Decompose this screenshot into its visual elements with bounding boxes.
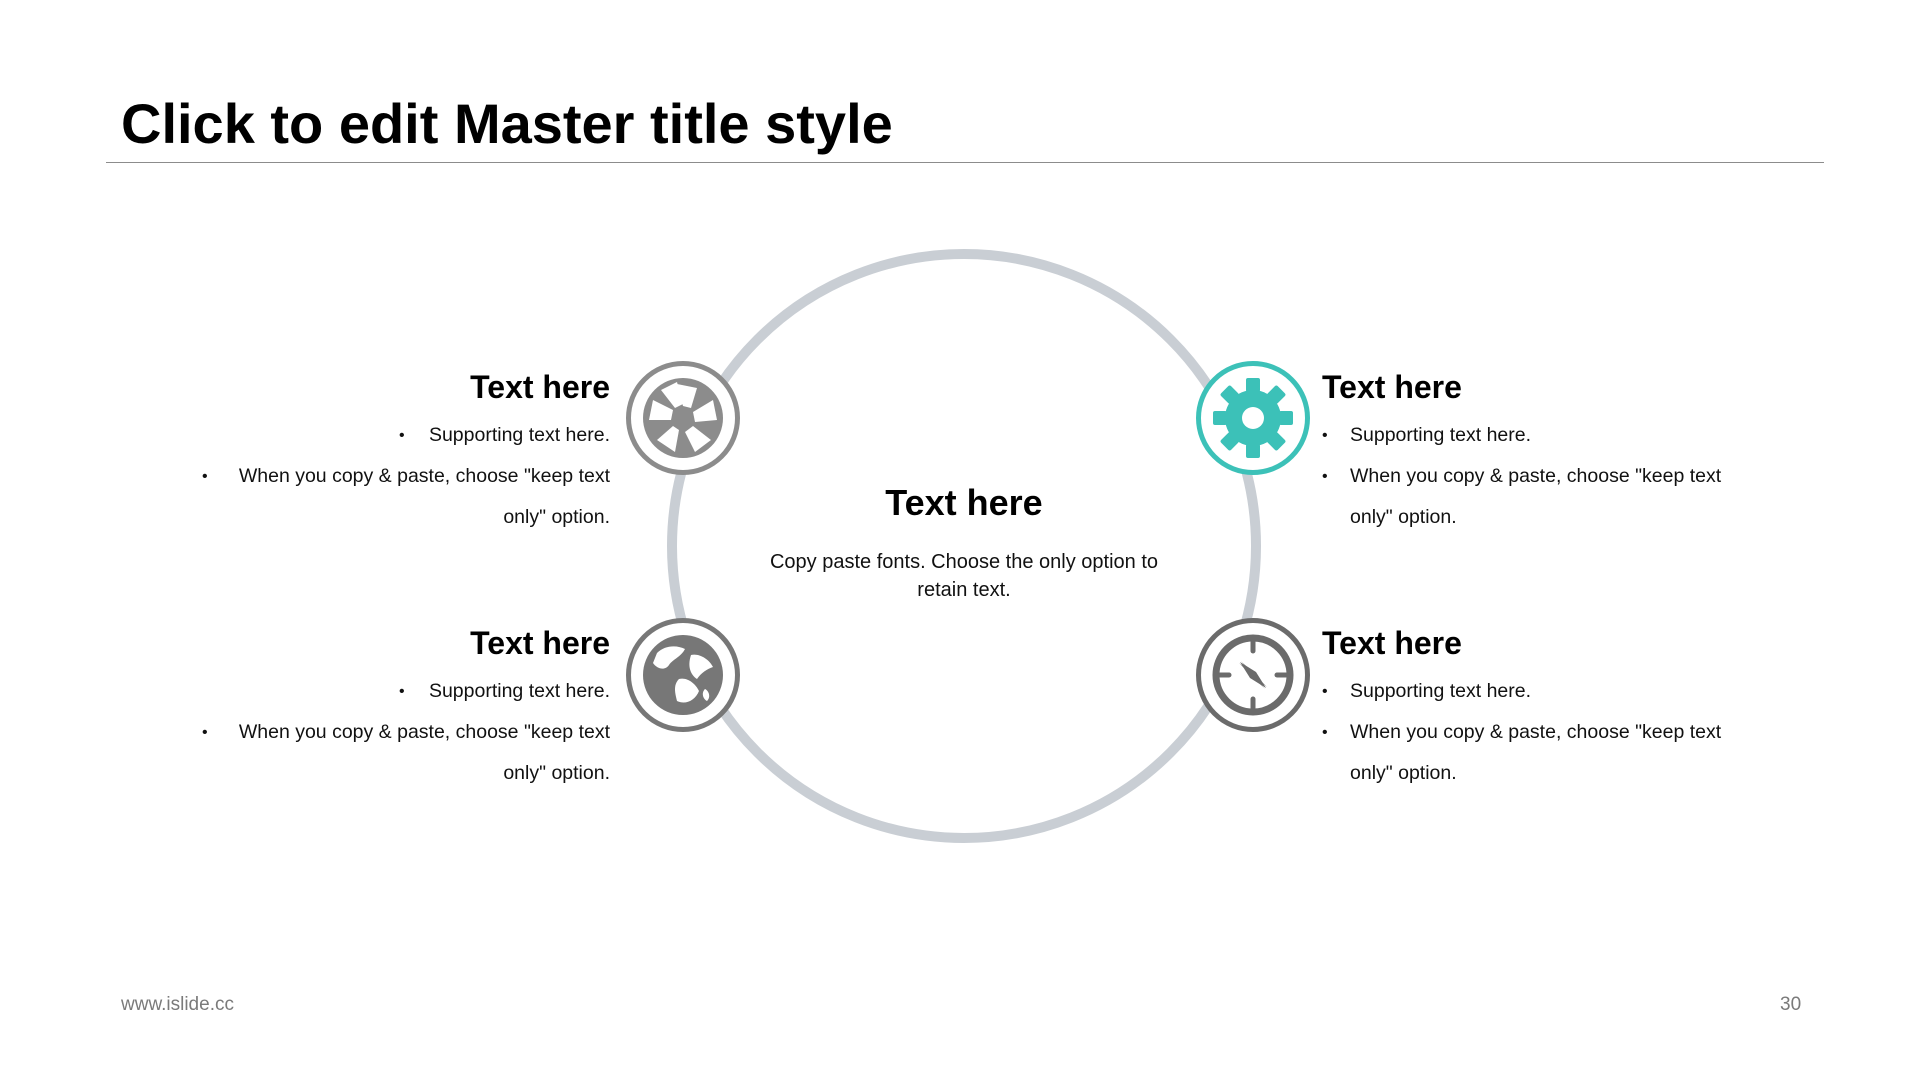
block-heading[interactable]: Text here [470, 369, 610, 405]
page-number: 30 [1780, 994, 1802, 1015]
central-ring [667, 249, 1261, 843]
globe-icon [643, 635, 723, 715]
bullet-item[interactable]: Supporting text here. [1322, 671, 1742, 712]
slide-title[interactable]: Click to edit Master title style [121, 92, 893, 155]
bullet-list: Supporting text here. When you copy & pa… [190, 415, 610, 538]
bullet-item[interactable]: Supporting text here. [190, 415, 610, 456]
block-heading[interactable]: Text here [1322, 625, 1462, 661]
text-block-bottom-right: Text here Supporting text here. When you… [1322, 623, 1742, 794]
text-block-top-left: Text here Supporting text here. When you… [190, 367, 610, 538]
globe-node [626, 618, 740, 732]
center-description[interactable]: Copy paste fonts. Choose the only option… [769, 551, 1159, 601]
footer-url[interactable]: www.islide.cc [121, 994, 234, 1015]
bullet-item[interactable]: When you copy & paste, choose "keep text… [190, 712, 610, 794]
globe-icon-holder [640, 632, 726, 718]
bullet-item[interactable]: When you copy & paste, choose "keep text… [1322, 456, 1742, 538]
center-heading[interactable]: Text here [885, 482, 1043, 523]
aperture-node [626, 361, 740, 475]
block-heading[interactable]: Text here [470, 625, 610, 661]
gear-icon [1213, 378, 1293, 458]
bullet-item[interactable]: Supporting text here. [190, 671, 610, 712]
gear-icon-holder [1210, 375, 1296, 461]
bullet-list: Supporting text here. When you copy & pa… [1322, 415, 1742, 538]
bullet-item[interactable]: Supporting text here. [1322, 415, 1742, 456]
aperture-icon [643, 378, 723, 458]
bullet-item[interactable]: When you copy & paste, choose "keep text… [190, 456, 610, 538]
bullet-item[interactable]: When you copy & paste, choose "keep text… [1322, 712, 1742, 794]
bullet-list: Supporting text here. When you copy & pa… [1322, 671, 1742, 794]
block-heading[interactable]: Text here [1322, 369, 1462, 405]
compass-node [1196, 618, 1310, 732]
text-block-top-right: Text here Supporting text here. When you… [1322, 367, 1742, 538]
compass-icon-holder [1210, 632, 1296, 718]
text-block-bottom-left: Text here Supporting text here. When you… [190, 623, 610, 794]
compass-icon [1212, 634, 1294, 716]
gear-node [1196, 361, 1310, 475]
bullet-list: Supporting text here. When you copy & pa… [190, 671, 610, 794]
title-divider [106, 162, 1824, 163]
aperture-icon-holder [640, 375, 726, 461]
